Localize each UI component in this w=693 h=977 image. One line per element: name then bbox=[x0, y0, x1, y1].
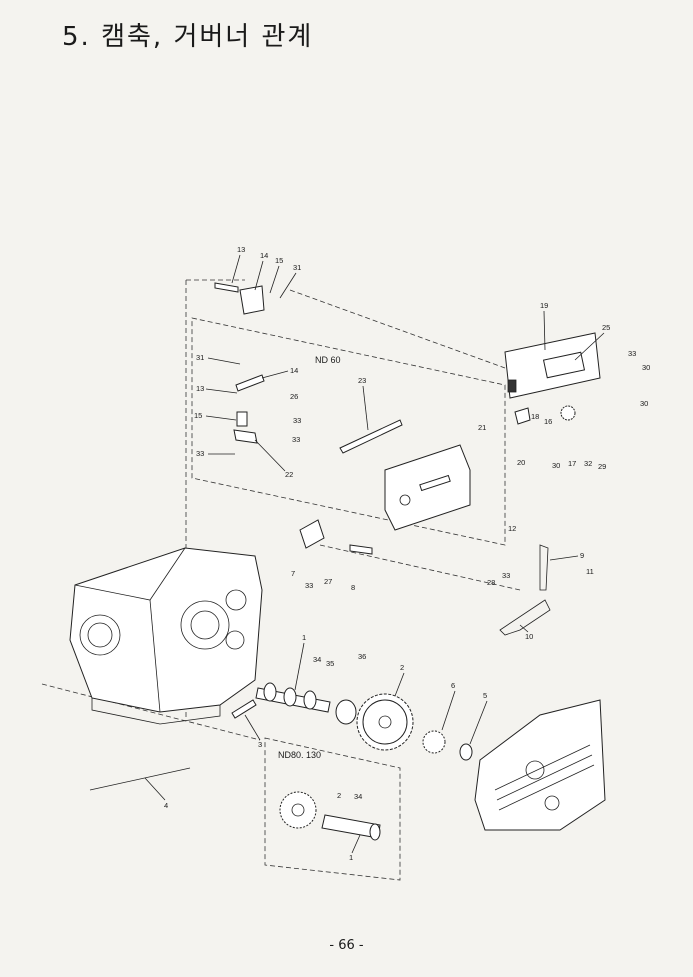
part-label: 28 bbox=[487, 578, 495, 587]
part-label: 2 bbox=[400, 663, 404, 672]
part-label: 20 bbox=[517, 458, 525, 467]
part-label: 30 bbox=[640, 399, 648, 408]
camshaft bbox=[255, 682, 331, 713]
nd80-130-group-outline bbox=[264, 737, 401, 881]
part-label: 33 bbox=[628, 349, 636, 358]
part-label: 25 bbox=[602, 323, 610, 332]
part-label: 8 bbox=[351, 583, 355, 592]
part-label: 21 bbox=[478, 423, 486, 432]
part-label: 16 bbox=[544, 417, 552, 426]
part-label: 9 bbox=[580, 551, 584, 560]
part-label: 36 bbox=[358, 652, 366, 661]
nd80-130-label: ND80. 130 bbox=[278, 750, 321, 760]
shaft bbox=[349, 544, 373, 555]
part-label: 1 bbox=[349, 853, 353, 862]
part-label: 34 bbox=[354, 792, 362, 801]
part-label: 23 bbox=[358, 376, 366, 385]
part-label: 19 bbox=[540, 301, 548, 310]
part-label: 14 bbox=[260, 251, 268, 260]
part-label: 33 bbox=[292, 435, 300, 444]
part-label: 14 bbox=[290, 366, 298, 375]
part-label: 30 bbox=[552, 461, 560, 470]
part-label: 2 bbox=[337, 791, 341, 800]
nd80-cam-assembly bbox=[279, 791, 381, 841]
part-label: 15 bbox=[194, 411, 202, 420]
part-label: 12 bbox=[508, 524, 516, 533]
part-label: 6 bbox=[451, 681, 455, 690]
page-title: 5. 캠축, 거버너 관계 bbox=[62, 22, 314, 52]
part-label: 13 bbox=[237, 245, 245, 254]
part-label: 5 bbox=[483, 691, 487, 700]
part-label: 31 bbox=[196, 353, 204, 362]
nd60-group-outline bbox=[191, 317, 506, 546]
part-label: 33 bbox=[305, 581, 313, 590]
stop-housing bbox=[384, 444, 471, 531]
part-labels: 13 14 15 31 19 25 33 30 30 31 14 13 26 1… bbox=[164, 245, 650, 862]
page-number: - 66 - bbox=[329, 938, 364, 953]
part-label: 4 bbox=[164, 801, 168, 810]
governor-arm bbox=[499, 599, 551, 636]
part-label: 33 bbox=[293, 416, 301, 425]
part-label: 34 bbox=[313, 655, 321, 664]
governor-plate bbox=[504, 332, 601, 399]
governor-cover bbox=[474, 699, 606, 831]
stud bbox=[214, 282, 239, 293]
part-label: 33 bbox=[196, 449, 204, 458]
push-rod bbox=[89, 767, 191, 791]
governor-gear bbox=[422, 730, 446, 754]
bracket bbox=[299, 519, 325, 549]
part-label: 22 bbox=[285, 470, 293, 479]
crankcase-block bbox=[69, 547, 263, 725]
part-label: 3 bbox=[258, 740, 262, 749]
part-label: 18 bbox=[531, 412, 539, 421]
part-label: 1 bbox=[302, 633, 306, 642]
pin bbox=[231, 699, 257, 719]
part-label: 11 bbox=[586, 567, 594, 576]
leader-lines bbox=[144, 254, 605, 854]
part-label: 30 bbox=[642, 363, 650, 372]
part-label: 17 bbox=[568, 459, 576, 468]
part-label: 10 bbox=[525, 632, 533, 641]
governor-lever bbox=[339, 419, 403, 454]
part-label: 32 bbox=[584, 459, 592, 468]
part-label: 7 bbox=[291, 569, 295, 578]
bearing bbox=[335, 699, 357, 725]
part-label: 13 bbox=[196, 384, 204, 393]
cam-gear bbox=[356, 693, 414, 751]
part-label: 29 bbox=[598, 462, 606, 471]
part-label: 15 bbox=[275, 256, 283, 265]
part-label: 31 bbox=[293, 263, 301, 272]
link-plate bbox=[239, 285, 265, 315]
part-label: 33 bbox=[502, 571, 510, 580]
nd60-label: ND 60 bbox=[315, 355, 341, 365]
part-label: 27 bbox=[324, 577, 332, 586]
part-label: 26 bbox=[290, 392, 298, 401]
part-label: 35 bbox=[326, 659, 334, 668]
washer bbox=[459, 743, 473, 761]
